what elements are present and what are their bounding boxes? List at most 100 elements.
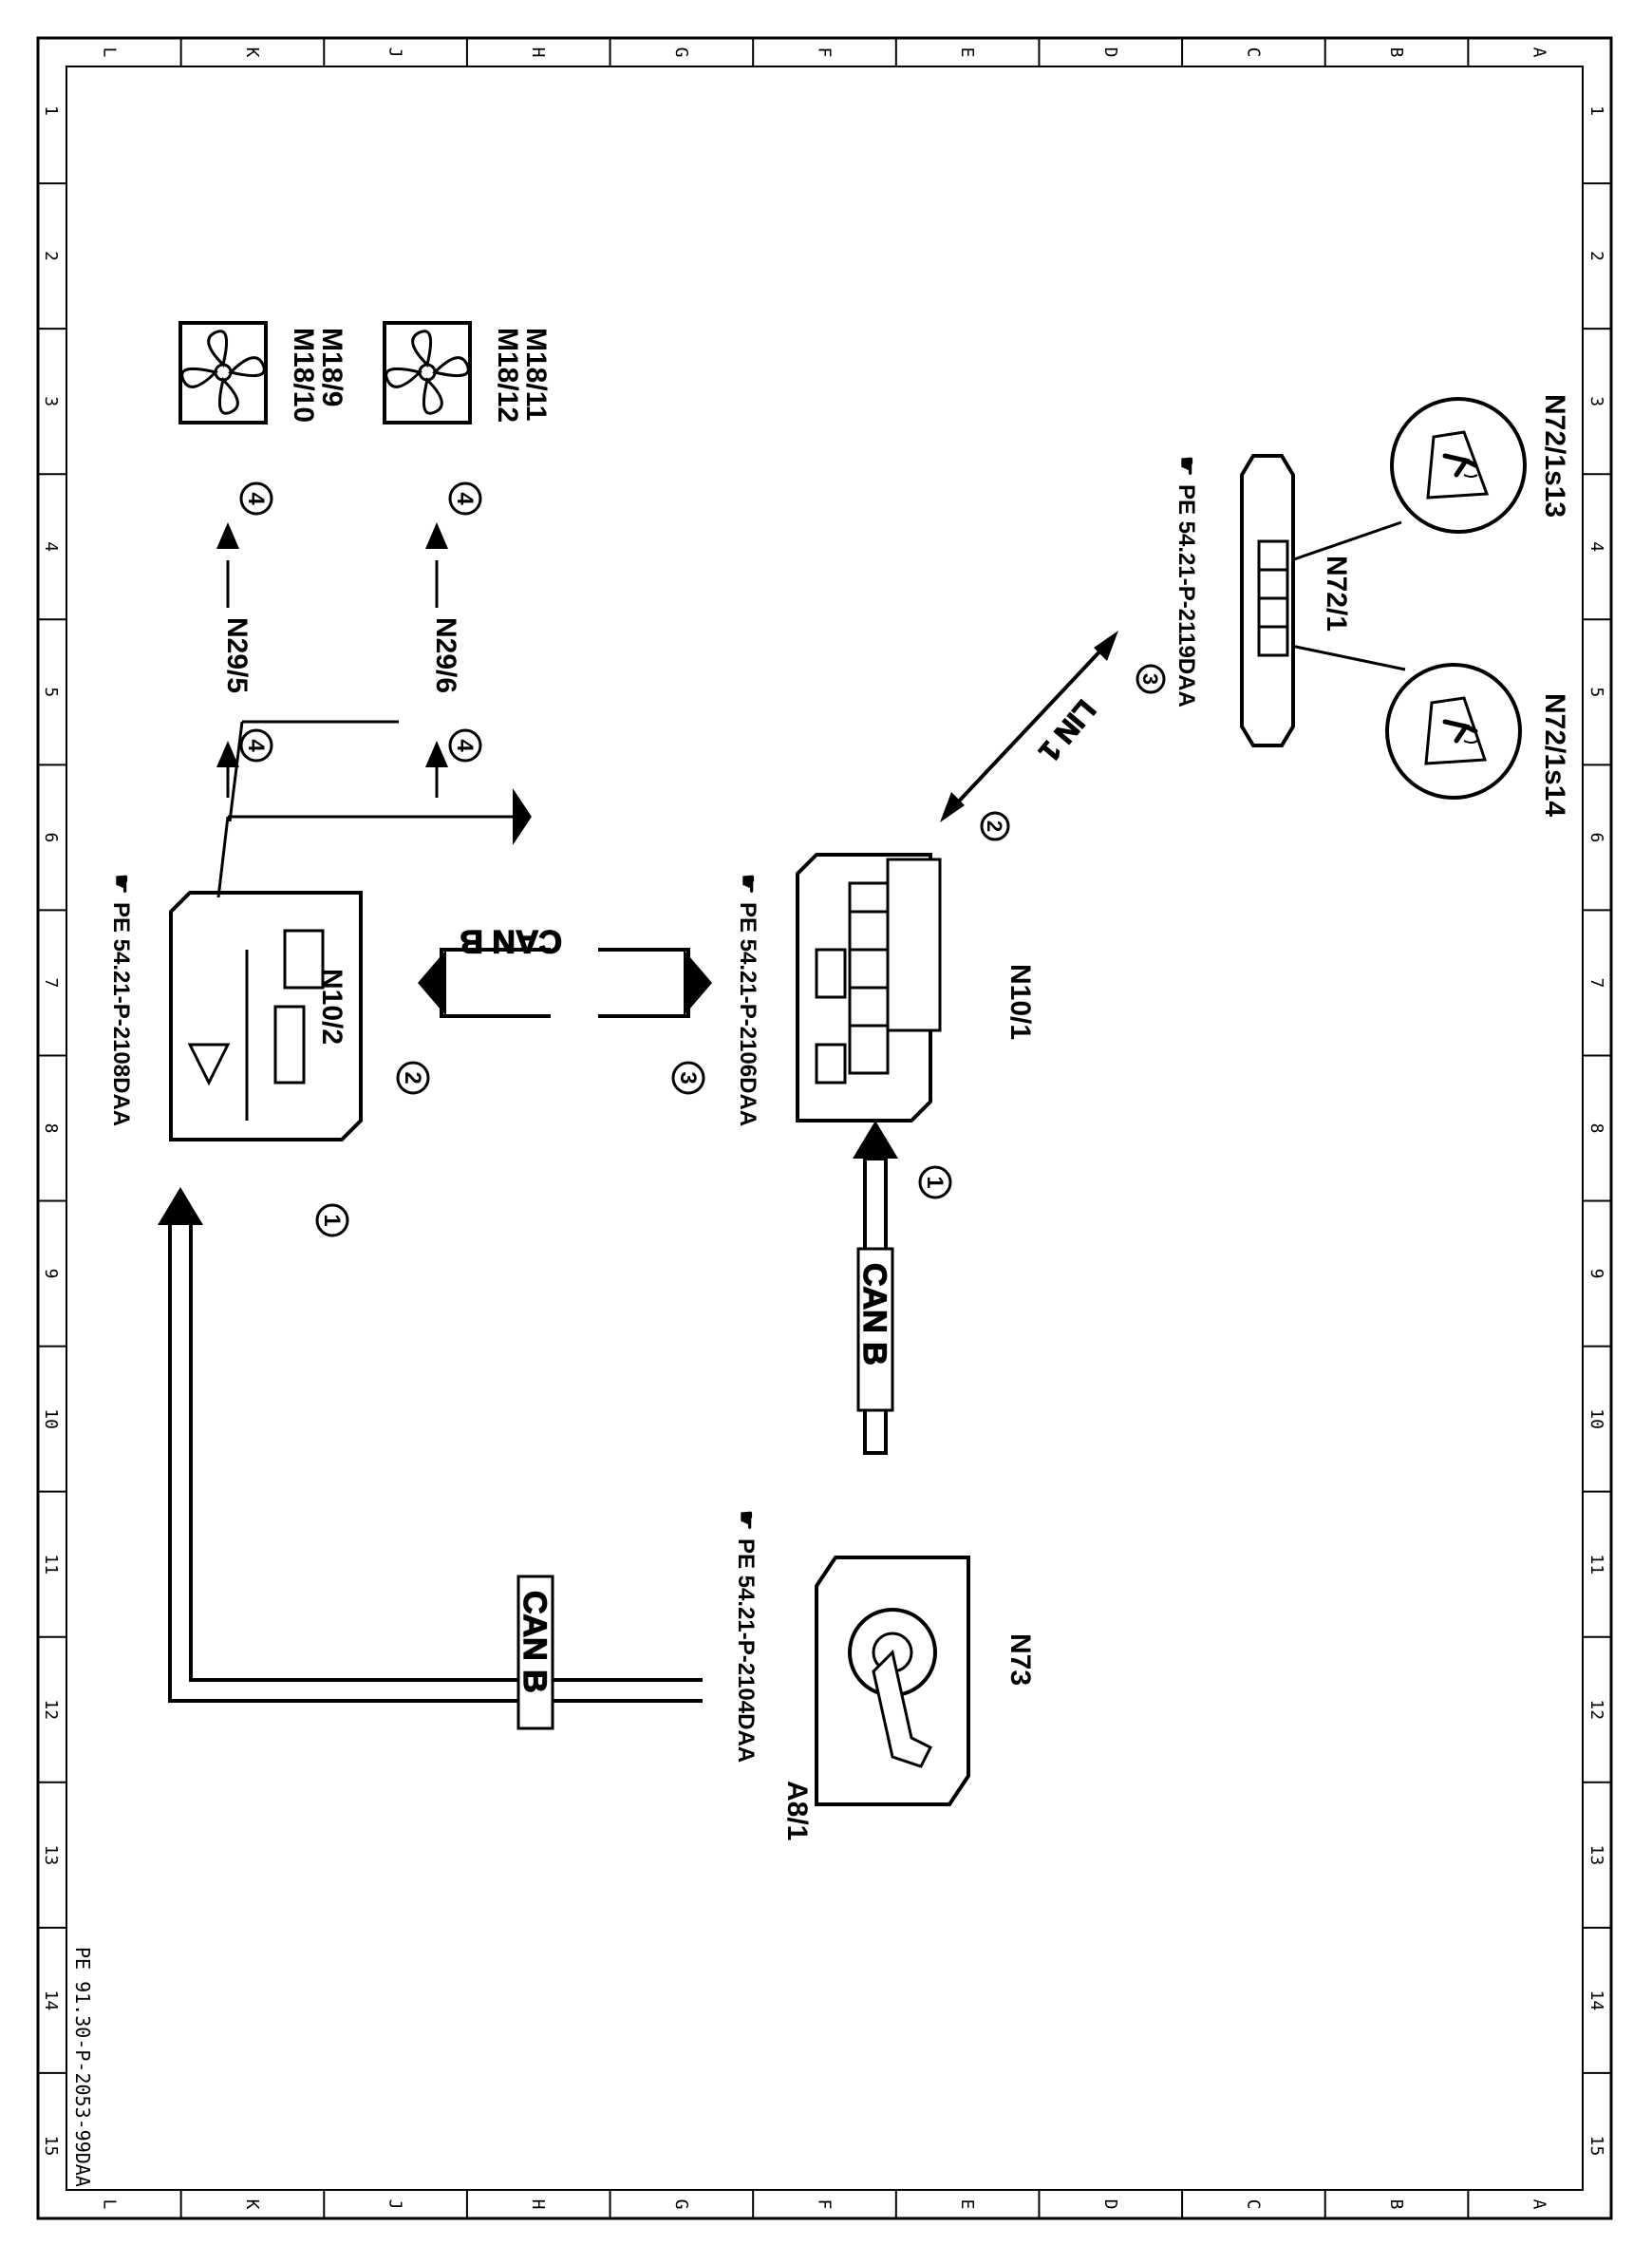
hand-pointer-icon: ☛ <box>108 874 134 895</box>
grid-row-label: E <box>957 2199 977 2210</box>
n29-6-label: N29/6 <box>430 617 461 693</box>
n10-1-module-icon <box>796 853 942 1122</box>
grid-col-label: 2 <box>41 251 61 261</box>
grid-col-label: 5 <box>1586 687 1606 697</box>
step-4-label: 4 <box>243 739 269 752</box>
lin-1-label: LIN 1 <box>1032 694 1100 767</box>
grid-col-label: 13 <box>1586 1844 1606 1865</box>
grid-row-label: L <box>99 47 119 58</box>
can-b-n10-1-to-n10-2 <box>418 940 712 1026</box>
grid-row-label: D <box>1100 2199 1120 2210</box>
grid-col-label: 13 <box>41 1844 61 1865</box>
step-4-badge <box>448 481 482 516</box>
grid-col-label: 11 <box>1586 1554 1606 1575</box>
n72-1s13-switch-circle <box>1390 397 1527 534</box>
grid-row-label: H <box>528 2199 548 2210</box>
step-2-label: 2 <box>400 1071 425 1084</box>
grid-col-label: 8 <box>41 1123 61 1134</box>
diagram-content: N72/1s13 N72/1s14 N72/1 ☛ PE 54.21-P-211… <box>108 321 1570 1840</box>
fan-icon <box>180 330 266 415</box>
hand-pointer-icon: ☛ <box>1173 456 1199 477</box>
n10-2-reference-label: PE 54.21-P-2108DAA <box>108 902 134 1126</box>
grid-col-label: 1 <box>41 105 61 116</box>
n72-1-reference: ☛ PE 54.21-P-2119DAA <box>1173 456 1199 707</box>
hand-pointer-icon: ☛ <box>733 1510 759 1531</box>
grid-col-label: 8 <box>1586 1123 1606 1134</box>
grid-row-label: G <box>671 47 691 58</box>
grid-col-label: 11 <box>41 1554 61 1575</box>
document-id: PE 91.30-P-2053-99DAA <box>71 1947 94 2187</box>
step-4-badge <box>239 728 273 763</box>
grid-row-label: A <box>1530 2199 1549 2210</box>
grid-row-label: D <box>1100 47 1120 58</box>
fan-m18-11-m18-12 <box>383 321 472 424</box>
n73-ignition-switch-icon <box>815 1556 970 1806</box>
grid-col-label: 14 <box>41 1990 61 2011</box>
n73-reference: ☛ PE 54.21-P-2104DAA <box>733 1510 759 1763</box>
n10-1-reference-label: PE 54.21-P-2106DAA <box>735 902 760 1126</box>
step-2-badge <box>980 811 1010 841</box>
m18-10-label: M18/10 <box>288 328 319 423</box>
lin-1-connection <box>940 631 1118 822</box>
grid-row-label: C <box>1243 47 1263 58</box>
step-3-badge <box>671 1061 705 1095</box>
grid-col-label: 9 <box>41 1269 61 1279</box>
grid-col-label: 3 <box>1586 396 1606 406</box>
outer-frame <box>36 36 1613 2220</box>
step-3-label: 3 <box>1138 673 1162 685</box>
grid-col-label: 9 <box>1586 1269 1606 1279</box>
step-1-label: 1 <box>319 1214 345 1226</box>
inner-frame <box>66 66 1584 2191</box>
n72-1-label: N72/1 <box>1321 556 1352 632</box>
a8-1-label: A8/1 <box>781 1781 813 1840</box>
grid-col-label: 10 <box>1586 1408 1606 1429</box>
grid-col-label: 12 <box>41 1699 61 1720</box>
step-3-badge <box>1136 664 1166 694</box>
fan-arrows <box>216 522 448 798</box>
grid-col-label: 10 <box>41 1408 61 1429</box>
n10-2-reference: ☛ PE 54.21-P-2108DAA <box>108 874 134 1126</box>
grid-row-label: K <box>242 47 262 58</box>
grid-row-label: F <box>815 2199 835 2210</box>
grid-row-label: C <box>1243 2199 1263 2210</box>
grid-col-label: 7 <box>1586 978 1606 989</box>
grid-row-label: L <box>99 2199 119 2210</box>
grid-row-label: E <box>957 47 977 58</box>
grid-col-label: 4 <box>41 541 61 552</box>
n73-reference-label: PE 54.21-P-2104DAA <box>733 1538 759 1763</box>
n73-label: N73 <box>1004 1633 1036 1686</box>
step-4-label: 4 <box>243 492 269 505</box>
step-2-label: 2 <box>983 821 1006 832</box>
step-4-badge <box>448 728 482 763</box>
m18-11-label: M18/11 <box>520 328 552 421</box>
grid-ticks <box>38 38 1611 2218</box>
grid-col-label: 12 <box>1586 1699 1606 1720</box>
grid-row-label: K <box>242 2199 262 2210</box>
grid-col-label: 15 <box>1586 2136 1606 2157</box>
grid-row-label: J <box>385 47 405 58</box>
grid-row-label: J <box>385 2199 405 2210</box>
n10-1-reference: ☛ PE 54.21-P-2106DAA <box>735 874 760 1126</box>
step-3-label: 3 <box>675 1071 701 1084</box>
grid-row-label: H <box>528 47 548 58</box>
step-4-label: 4 <box>452 739 478 752</box>
m18-9-label: M18/9 <box>316 328 347 406</box>
grid-row-label: G <box>671 2199 691 2210</box>
n29-5-label: N29/5 <box>221 617 253 693</box>
n72-1-switch-panel <box>1240 397 1527 800</box>
m18-12-label: M18/12 <box>492 328 523 423</box>
n10-2-label: N10/2 <box>316 969 347 1045</box>
grid-col-label: 4 <box>1586 541 1606 552</box>
seat-heating-icon <box>1424 696 1488 765</box>
fan-m18-9-m18-10 <box>178 321 268 424</box>
grid-col-label: 5 <box>41 687 61 697</box>
grid-col-label: 15 <box>41 2136 61 2157</box>
grid-col-label: 6 <box>41 832 61 842</box>
n29-connections <box>216 720 532 898</box>
grid-col-label: 6 <box>1586 832 1606 842</box>
n72-1s14-switch-circle <box>1385 663 1522 800</box>
grid-col-label: 14 <box>1586 1990 1606 2011</box>
step-1-label: 1 <box>922 1176 948 1188</box>
can-b-n73-to-n10-1 <box>853 1121 898 1455</box>
